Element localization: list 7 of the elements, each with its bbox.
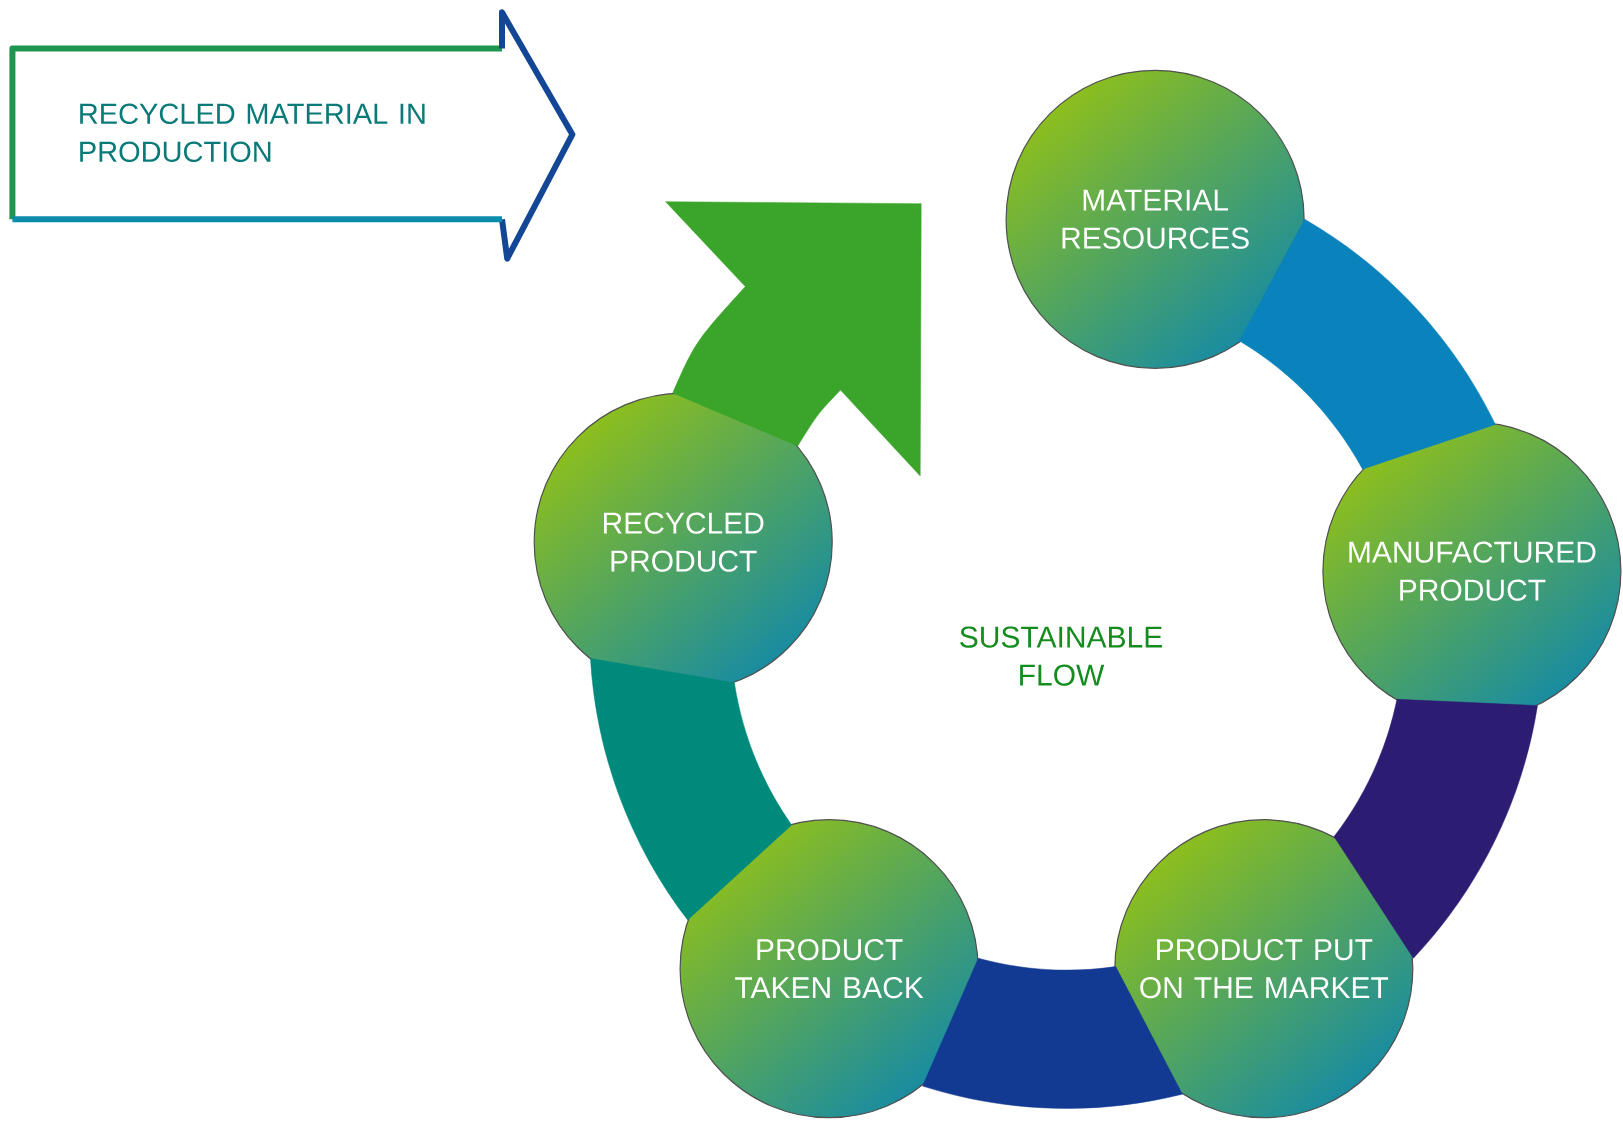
ring-segment: [1239, 219, 1496, 470]
center-label: SUSTAINABLE FLOW: [960, 626, 1162, 686]
ring-segment: [922, 958, 1183, 1109]
ring-segment: [1333, 699, 1538, 959]
ring-segment: [590, 658, 792, 921]
arrow-box: RECYCLED MATERIAL IN PRODUCTION: [9, 9, 576, 262]
arrow: [665, 201, 922, 477]
